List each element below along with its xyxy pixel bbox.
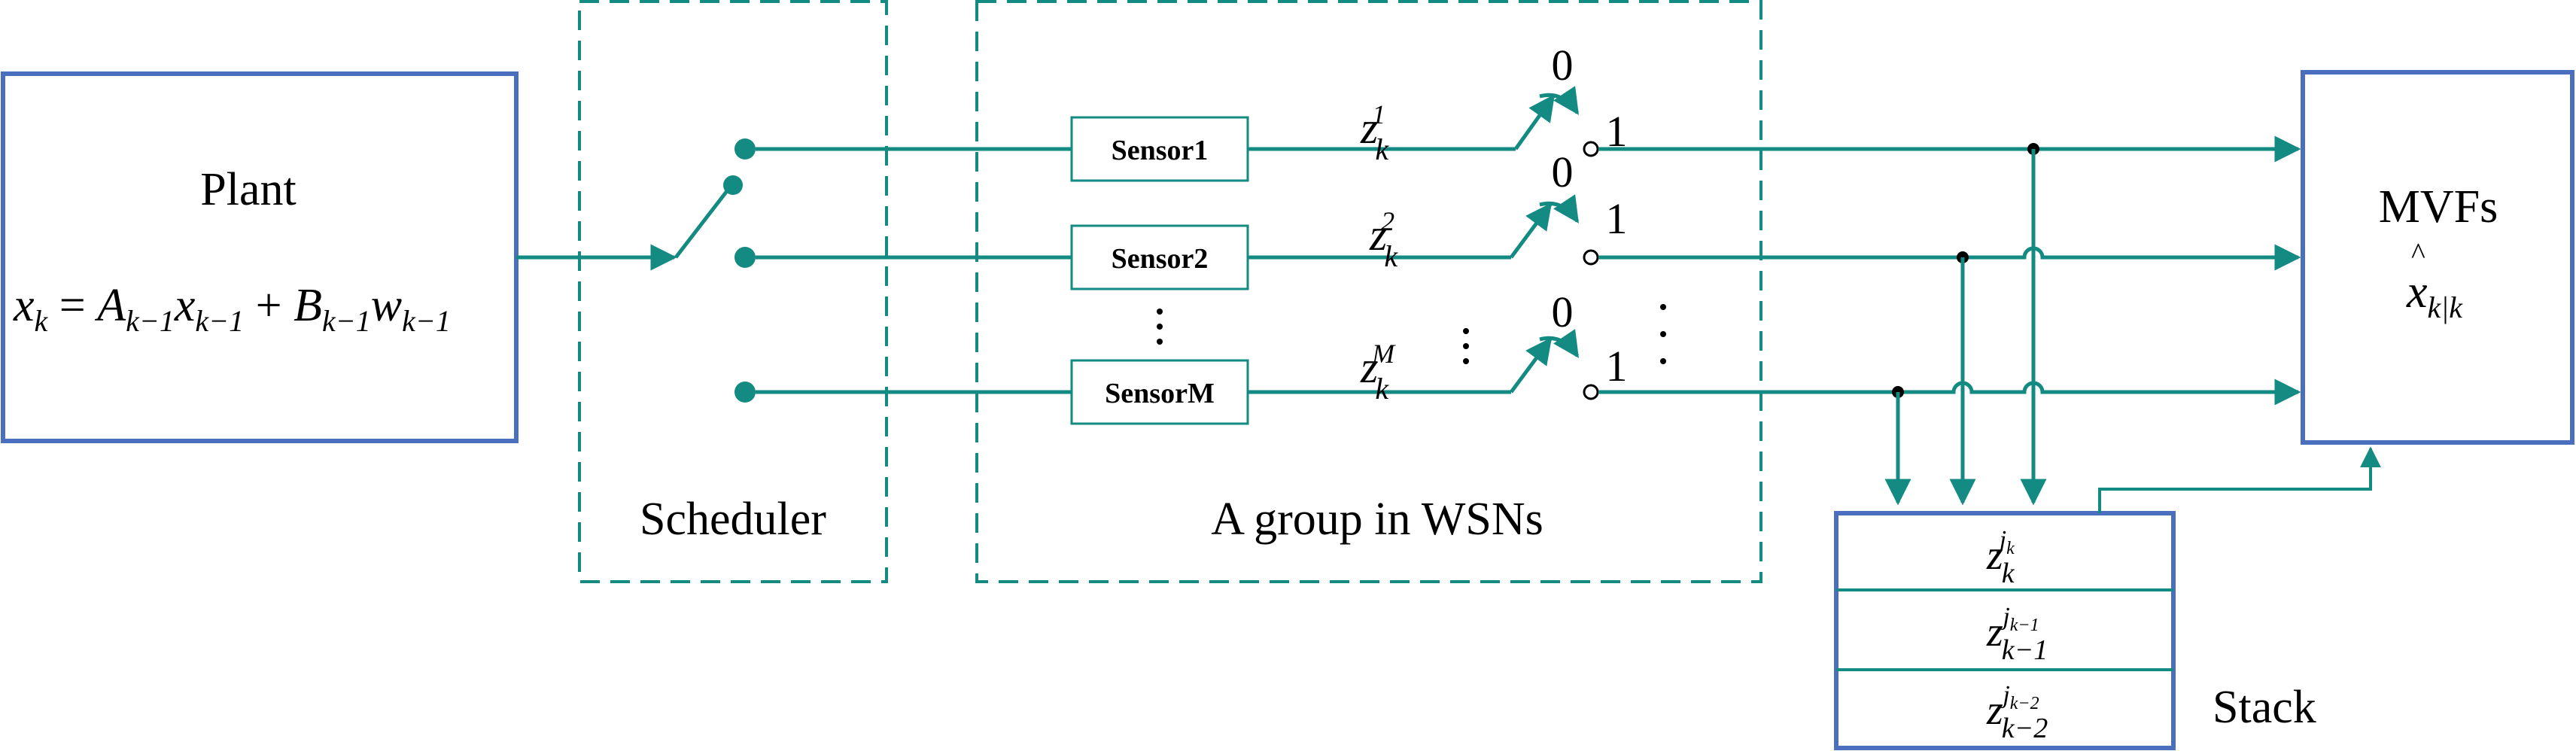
sensorm-label: SensorM — [1105, 378, 1215, 409]
plant-title: Plant — [200, 164, 296, 215]
stack-box — [1834, 511, 2176, 750]
row2-switch-0: 0 — [1552, 147, 1574, 196]
rowm-switch-0: 0 — [1552, 287, 1574, 336]
row2-switch-1: 1 — [1606, 194, 1628, 243]
plant-equation: xk = Ak−1xk−1 + Bk−1wk−1 — [13, 280, 451, 338]
ellipsis-z — [1463, 328, 1469, 364]
scheduler-pivot — [723, 175, 743, 195]
row2-switch-curve — [1539, 194, 1580, 223]
sensor-row-1: Sensor1 zk1 0 1 — [756, 41, 2301, 182]
sensor2-box — [1070, 224, 1249, 290]
sensor1-box — [1070, 116, 1249, 182]
stack-row-3: zk−2jk−2 — [1986, 681, 2048, 744]
mvfs-title: MVFs — [2379, 181, 2498, 233]
sensorm-box — [1070, 359, 1249, 425]
mvfs-hat: ^ — [2411, 236, 2425, 270]
wsn-group-block: A group in WSNs — [975, 0, 1762, 583]
wsn-group-label: A group in WSNs — [1211, 494, 1543, 545]
rowm-switch-1: 1 — [1606, 342, 1628, 391]
mvfs-estimate: xk|k — [2406, 266, 2463, 324]
scheduler-contact-m — [734, 382, 756, 403]
stack-to-mvfs-arrow — [2098, 446, 2381, 513]
plant-box — [1, 71, 519, 443]
row2-switch-blade — [1509, 202, 1553, 259]
stack-block: zkjk zk−1jk−1 zk−2jk−2 Stack — [1834, 446, 2381, 750]
rowm-contact — [1583, 384, 1599, 400]
stack-row-1: zkjk — [1986, 526, 2015, 589]
row2-to-mvfs-arrow — [1598, 244, 2301, 271]
ellipsis-switch — [1660, 304, 1666, 364]
plant-block: Plant xk = Ak−1xk−1 + Bk−1wk−1 — [1, 71, 519, 443]
row1-contact — [1583, 141, 1599, 157]
rowm-switch-blade — [1509, 337, 1553, 394]
stack-label: Stack — [2213, 682, 2316, 733]
ellipsis-sensors — [1157, 309, 1163, 345]
mvfs-block: MVFs ^ xk|k — [2301, 70, 2574, 445]
rowm-to-mvfs-arrow — [1598, 379, 2301, 406]
scheduler-contact-1 — [734, 138, 756, 160]
scheduler-box — [578, 0, 888, 583]
scheduler-switch-blade — [674, 184, 733, 259]
row1-switch-curve — [1539, 86, 1580, 115]
sensor2-label: Sensor2 — [1112, 243, 1209, 275]
scheduler-contact-2 — [734, 247, 756, 268]
scheduler-label: Scheduler — [640, 494, 826, 545]
row1-switch-blade — [1513, 94, 1556, 151]
stack-row-2: zk−1jk−1 — [1986, 603, 2048, 666]
stack-taps — [1884, 143, 2047, 506]
sensor1-label: Sensor1 — [1112, 135, 1209, 166]
z2-label: zk2 — [1369, 206, 1398, 273]
row1-switch-0: 0 — [1552, 41, 1574, 90]
sensor-row-m: SensorM zkM 0 1 — [756, 287, 2301, 425]
ellipsis-group — [1157, 304, 1666, 364]
sensor-row-2: Sensor2 zk2 0 1 — [756, 147, 2301, 290]
mvfs-box — [2301, 70, 2574, 445]
z1-label: zk1 — [1360, 99, 1389, 166]
wsn-group-box — [975, 0, 1762, 583]
zm-label: zkM — [1360, 339, 1396, 406]
scheduler-block: Scheduler — [516, 0, 888, 583]
rowm-switch-curve — [1539, 329, 1580, 358]
row2-contact — [1583, 249, 1599, 266]
